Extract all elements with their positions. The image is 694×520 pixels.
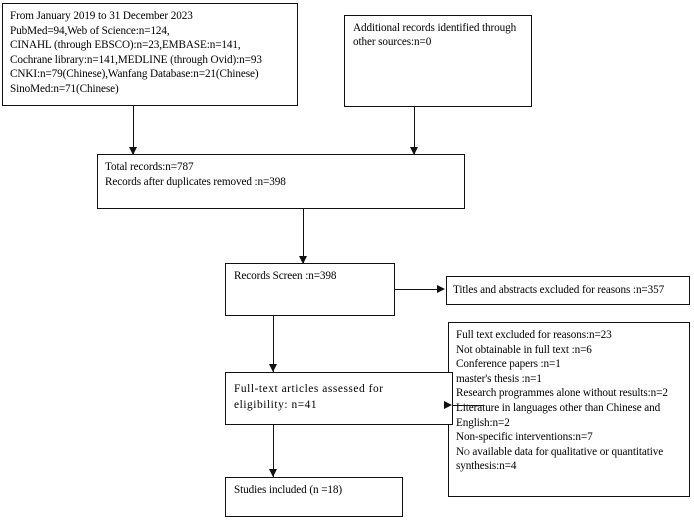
connector-screen-to-fulltext bbox=[273, 316, 275, 372]
box-studies-included: Studies included (n =18) bbox=[225, 477, 403, 517]
box-identification-other-sources: Additional records identified through ot… bbox=[344, 15, 532, 107]
exclusion-reason-line-7: English:n=2 bbox=[456, 416, 510, 429]
box-total-records-text: Total records:n=787 Records after duplic… bbox=[105, 161, 286, 188]
box-titles-excluded: Titles and abstracts excluded for reason… bbox=[446, 276, 690, 305]
connector-screen-to-titles bbox=[395, 289, 441, 291]
arrowhead-databases-to-total bbox=[129, 147, 137, 155]
box-records-screen: Records Screen :n=398 bbox=[225, 263, 395, 316]
connector-fulltext-to-included bbox=[273, 425, 275, 477]
arrowhead-fulltext-to-excluded bbox=[444, 401, 452, 409]
box-full-text-assessed: Full-text articles assessed for eligibil… bbox=[225, 372, 453, 425]
exclusion-reason-line-10: synthesis:n=4 bbox=[456, 460, 517, 473]
box-records-screen-text: Records Screen :n=398 bbox=[234, 270, 337, 282]
exclusion-reason-line-1: Full text excluded for reasons:n=23 bbox=[456, 329, 612, 341]
arrowhead-screen-to-titles bbox=[437, 285, 445, 293]
box-full-text-excluded: Full text excluded for reasons:n=23 Not … bbox=[448, 322, 690, 497]
box-studies-included-text: Studies included (n =18) bbox=[234, 484, 343, 496]
exclusion-reason-line-4: master's thesis :n=1 bbox=[456, 372, 542, 385]
exclusion-reason-line-9-caps: No bbox=[456, 445, 470, 458]
exclusion-reason-line-5: Research programmes alone without result… bbox=[456, 387, 668, 400]
box-full-text-assessed-text: Full-text articles assessed for eligibil… bbox=[234, 383, 384, 411]
connector-databases-to-total bbox=[133, 106, 135, 154]
exclusion-reason-line-6: Literature in languages other than Chine… bbox=[456, 401, 661, 414]
box-identification-other-sources-text: Additional records identified through ot… bbox=[353, 22, 517, 48]
arrowhead-screen-to-fulltext bbox=[269, 364, 277, 372]
exclusion-reason-line-8: Non-specific interventions:n=7 bbox=[456, 431, 593, 444]
exclusion-reason-line-9-rest: available data for qualitative or quanti… bbox=[469, 445, 664, 458]
arrowhead-other-sources-to-total bbox=[410, 147, 418, 155]
box-titles-excluded-text: Titles and abstracts excluded for reason… bbox=[453, 284, 665, 296]
exclusion-reason-line-9: No available data for qualitative or qua… bbox=[456, 445, 685, 460]
box-identification-databases-text: From January 2019 to 31 December 2023 Pu… bbox=[10, 10, 262, 95]
box-total-records: Total records:n=787 Records after duplic… bbox=[97, 154, 465, 209]
connector-fulltext-to-excluded bbox=[453, 405, 483, 407]
arrowhead-total-to-screen bbox=[299, 256, 307, 264]
box-full-text-excluded-text: Full text excluded for reasons:n=23 Not … bbox=[456, 328, 685, 474]
exclusion-reason-line-2: Not obtainable in full text :n=6 bbox=[456, 343, 592, 356]
exclusion-reason-line-3: Conference papers :n=1 bbox=[456, 358, 561, 371]
arrowhead-fulltext-to-included bbox=[269, 469, 277, 477]
box-identification-databases: From January 2019 to 31 December 2023 Pu… bbox=[2, 3, 298, 106]
connector-other-sources-to-total bbox=[414, 107, 416, 154]
connector-total-to-screen bbox=[303, 209, 305, 264]
